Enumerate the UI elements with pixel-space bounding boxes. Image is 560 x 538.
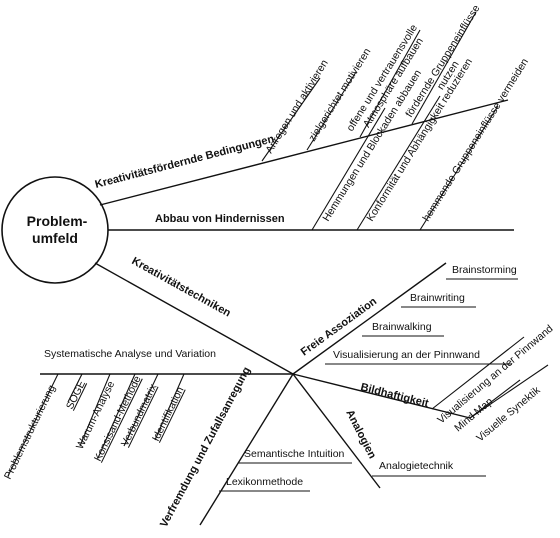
- branch-line-analogien: [292, 373, 381, 489]
- item-visual-pinnwand: Visualisierung an der Pinnwand: [333, 349, 480, 361]
- sub-line-verbund: [123, 373, 159, 447]
- item-anregen: Anregen und aktivieren: [263, 58, 330, 156]
- sub-line-konsisand: [97, 373, 136, 459]
- branch-line-verfremdung: [199, 373, 294, 526]
- item-semantisch: Semantische Intuition: [244, 448, 345, 460]
- item-problemstruktur: Problemstrukturierung: [2, 383, 58, 481]
- sub-line-mindmap: [469, 379, 521, 419]
- sub-line-synektik: [469, 364, 549, 419]
- branch-label-techniken: Kreativitätstechniken: [130, 255, 233, 320]
- sub-line-identifikation: [154, 373, 185, 441]
- sub-line-warum: [79, 373, 111, 447]
- item-brainstorming: Brainstorming: [452, 264, 517, 276]
- sub-line-konformitaet: [356, 95, 441, 231]
- branch-label-bildhaftigkeit: Bildhaftigkeit: [359, 381, 430, 410]
- branch-label-hindernisse: Abbau von Hindernissen: [155, 213, 285, 225]
- sub-line-hemmungen: [311, 107, 386, 231]
- center-label-line1: Problem-: [27, 213, 88, 229]
- branch-label-analogien: Analogien: [343, 408, 378, 461]
- item-bild-pinnwand: Visualisierung an der Pinnwand: [435, 323, 555, 427]
- branch-label-verfremdung: Verfremdung und Zufallsanregung: [158, 365, 253, 529]
- branch-label-bedingungen: Kreativitätsfördernde Bedingungen: [94, 133, 276, 191]
- item-brainwriting: Brainwriting: [410, 292, 465, 304]
- sub-line-problemstruktur: [7, 373, 59, 477]
- branch-line-bedingungen: [99, 99, 509, 206]
- branch-line-freie-assoziation: [292, 262, 447, 375]
- center-label-line2: umfeld: [32, 230, 78, 246]
- sub-line-gruppe: [411, 11, 477, 125]
- item-brainwalking: Brainwalking: [372, 321, 432, 333]
- sub-line-atmosphaere: [359, 29, 421, 138]
- sub-line-motivieren: [306, 71, 357, 151]
- sub-line-soge: [67, 373, 83, 403]
- item-synektik: Visuelle Synektik: [474, 384, 543, 445]
- sub-line-anregen: [261, 77, 321, 162]
- sub-line-bild-pinnwand: [431, 336, 525, 410]
- branch-line-bildhaftigkeit: [292, 373, 471, 419]
- branch-label-systematisch: Systematische Analyse und Variation: [44, 348, 216, 360]
- item-analogietechnik: Analogietechnik: [379, 460, 454, 472]
- item-lexikon: Lexikonmethode: [226, 476, 303, 488]
- sub-line-hemmende: [419, 105, 499, 231]
- branch-line-techniken: [94, 262, 294, 375]
- item-soge: SOGE: [64, 379, 88, 412]
- item-motivieren: zielgerichtet motivieren: [306, 46, 373, 144]
